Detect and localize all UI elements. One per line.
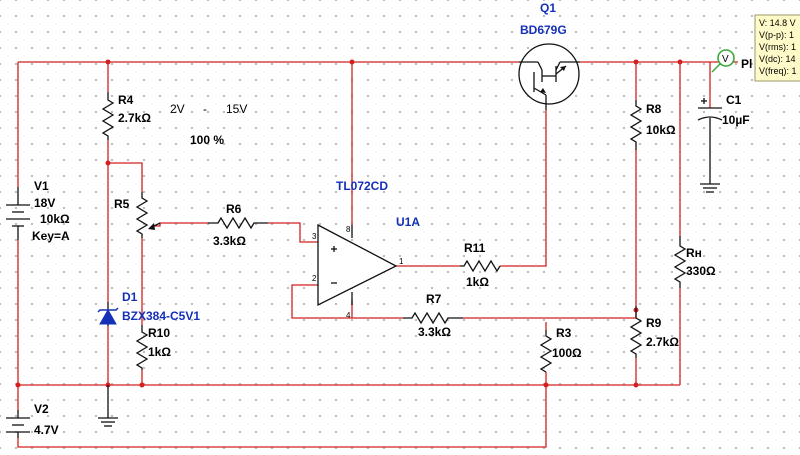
rh-value: 330Ω: [686, 264, 716, 278]
opamp-u1a[interactable]: [317, 223, 398, 307]
battery-v2[interactable]: [6, 410, 30, 438]
r7-value: 3.3kΩ: [418, 325, 451, 339]
resistor-rh[interactable]: [673, 236, 687, 288]
v2-ref: V2: [34, 402, 49, 416]
probe-symbol: V: [722, 54, 729, 65]
d1-ref: D1: [122, 290, 138, 304]
r10-ref: R10: [148, 326, 170, 340]
wiper-arrow-icon: [148, 223, 155, 230]
range-low: 2V: [170, 102, 185, 116]
junction-dot: [677, 59, 683, 65]
v1-ref: V1: [34, 179, 49, 193]
q1-ref: Q1: [540, 1, 556, 15]
junction-dot: [105, 160, 111, 166]
wire-v2-bottom: [17, 385, 547, 448]
r3-ref: R3: [556, 326, 572, 340]
pin-8: 8: [346, 225, 351, 234]
r5-value: 10kΩ: [40, 212, 70, 226]
u1-ref: U1A: [396, 215, 420, 229]
voltage-probe[interactable]: V: [711, 49, 735, 73]
ground-icon: [98, 385, 118, 427]
percent-label: 100 %: [190, 133, 224, 147]
q1-part: BD679G: [520, 23, 567, 37]
r6-ref: R6: [226, 202, 242, 216]
pin-3: 3: [312, 232, 317, 241]
resistor-r3[interactable]: [539, 330, 553, 373]
u1-part: TL072CD: [336, 179, 388, 193]
junction-dot: [349, 59, 355, 65]
wire-r6-opamp: [268, 222, 318, 243]
zener-diode-d1[interactable]: [97, 302, 119, 326]
resistor-r11[interactable]: [460, 259, 501, 273]
capacitor-c1[interactable]: [697, 98, 723, 184]
junction-dot: [633, 59, 639, 65]
r4-ref: R4: [118, 93, 134, 107]
r11-ref: R11: [464, 241, 486, 255]
resistor-r8[interactable]: [629, 100, 643, 150]
battery-v1[interactable]: [6, 187, 30, 240]
r10-value: 1kΩ: [148, 345, 171, 359]
probe-line-vpp: V(p-p): 1: [759, 30, 794, 40]
junction-dot: [543, 382, 549, 388]
pin-2: 2: [312, 274, 317, 283]
c1-value: 10µF: [722, 113, 750, 127]
wire-r11-base: [500, 110, 547, 267]
v1-value: 18V: [34, 196, 55, 210]
transistor-q1[interactable]: [518, 43, 580, 110]
resistor-r7[interactable]: [403, 311, 463, 325]
resistor-r10[interactable]: [135, 325, 149, 370]
r9-value: 2.7kΩ: [646, 335, 679, 349]
potentiometer-r5[interactable]: [135, 192, 149, 238]
junction-dot: [633, 382, 639, 388]
junction-dot: [15, 382, 21, 388]
r3-value: 100Ω: [552, 346, 582, 360]
probe-line-vfreq: V(freq): 1: [759, 66, 797, 76]
c1-ref: C1: [726, 93, 742, 107]
wire-feedback-left: [291, 284, 403, 319]
r5-ref: R5: [114, 197, 130, 211]
wire-feedback-right: [463, 312, 637, 319]
resistor-r6[interactable]: [208, 216, 268, 230]
junction-dot: [105, 59, 111, 65]
r9-ref: R9: [646, 316, 662, 330]
r8-ref: R8: [646, 102, 662, 116]
r5-key: Key=A: [32, 229, 70, 243]
d1-part: BZX384-C5V1: [122, 309, 200, 323]
pin-1: 1: [399, 257, 404, 266]
wire-r5-top: [108, 162, 143, 192]
probe-line-vrms: V(rms): 1: [759, 42, 796, 52]
junctions: [15, 59, 683, 388]
rh-ref: Rн: [686, 246, 702, 260]
wire-wiper-r6: [152, 222, 208, 227]
r7-ref: R7: [426, 292, 442, 306]
probe-label: Pl: [741, 57, 752, 71]
resistor-r4[interactable]: [101, 92, 115, 140]
probe-line-vdc: V(dc): 14: [759, 54, 796, 64]
ground-icon: [700, 183, 720, 193]
r8-value: 10kΩ: [646, 123, 676, 137]
resistor-r9[interactable]: [629, 306, 643, 358]
pin-4: 4: [346, 311, 351, 320]
range-dash: -: [203, 102, 207, 116]
range-high: 15V: [226, 102, 247, 116]
r11-value: 1kΩ: [466, 275, 489, 289]
probe-readout: V: 14.8 V V(p-p): 1 V(rms): 1 V(dc): 14 …: [754, 14, 800, 82]
v2-value: 4.7V: [34, 423, 59, 437]
junction-dot: [139, 382, 145, 388]
probe-line-v: V: 14.8 V: [759, 18, 796, 28]
r6-value: 3.3kΩ: [213, 234, 246, 248]
r4-value: 2.7kΩ: [118, 111, 151, 125]
